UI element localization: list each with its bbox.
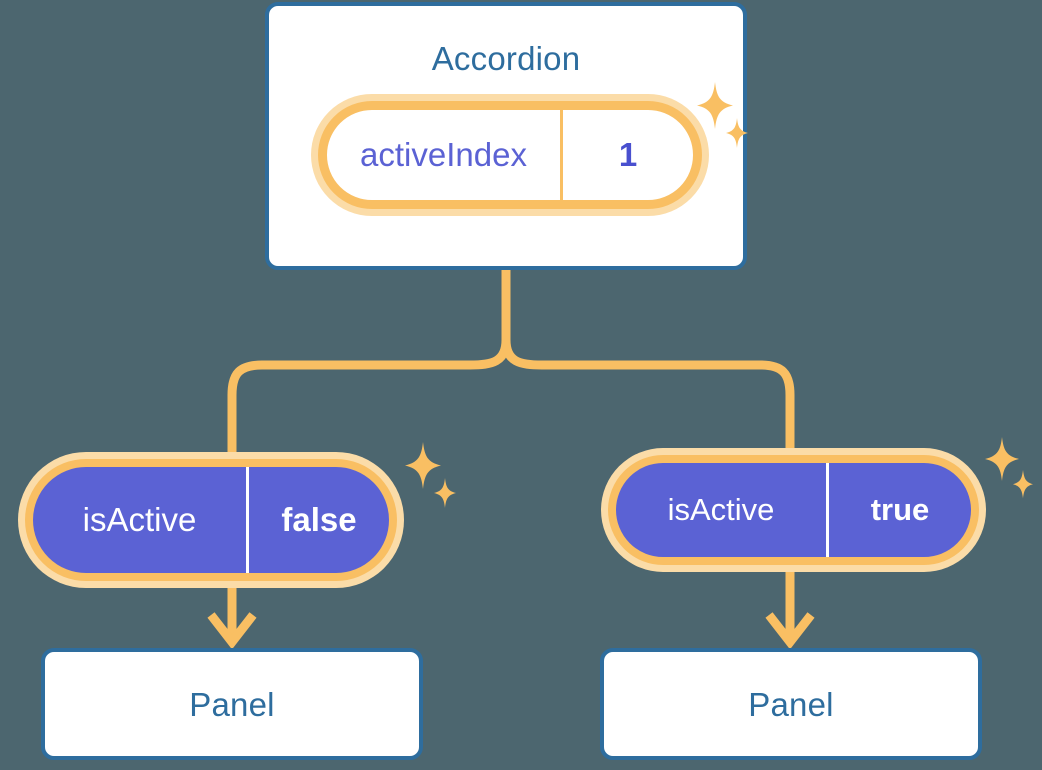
- connector-branch-left: [227, 339, 511, 452]
- state-value-label: false: [281, 501, 357, 538]
- state-pill-body: activeIndex 1: [318, 101, 702, 209]
- state-key-label: activeIndex: [327, 110, 563, 200]
- panel-card-left[interactable]: Panel: [41, 648, 423, 760]
- state-pill-active-index[interactable]: activeIndex 1: [311, 94, 709, 216]
- state-pill-is-active-left[interactable]: isActive false: [18, 452, 404, 588]
- accordion-title: Accordion: [431, 40, 581, 77]
- panel-card-right[interactable]: Panel: [600, 648, 982, 760]
- panel-title: Panel: [189, 685, 275, 723]
- state-key-label: isActive: [33, 467, 249, 573]
- sparkle-icon: [985, 437, 1033, 499]
- connector-arrow-right-head: [765, 612, 815, 650]
- sparkle-icon: [405, 442, 456, 508]
- state-pill-body: isActive true: [608, 455, 979, 565]
- state-key-label: isActive: [616, 463, 829, 557]
- state-value-label: true: [870, 492, 930, 527]
- state-pill-is-active-right[interactable]: isActive true: [601, 448, 986, 572]
- state-value-label: 1: [618, 136, 638, 173]
- connector-arrow-left-head: [207, 612, 257, 650]
- connector-branch-right: [501, 339, 795, 448]
- accordion-component-card[interactable]: Accordion activeIndex 1: [265, 2, 747, 270]
- panel-title: Panel: [748, 685, 834, 723]
- state-pill-body: isActive false: [25, 459, 397, 581]
